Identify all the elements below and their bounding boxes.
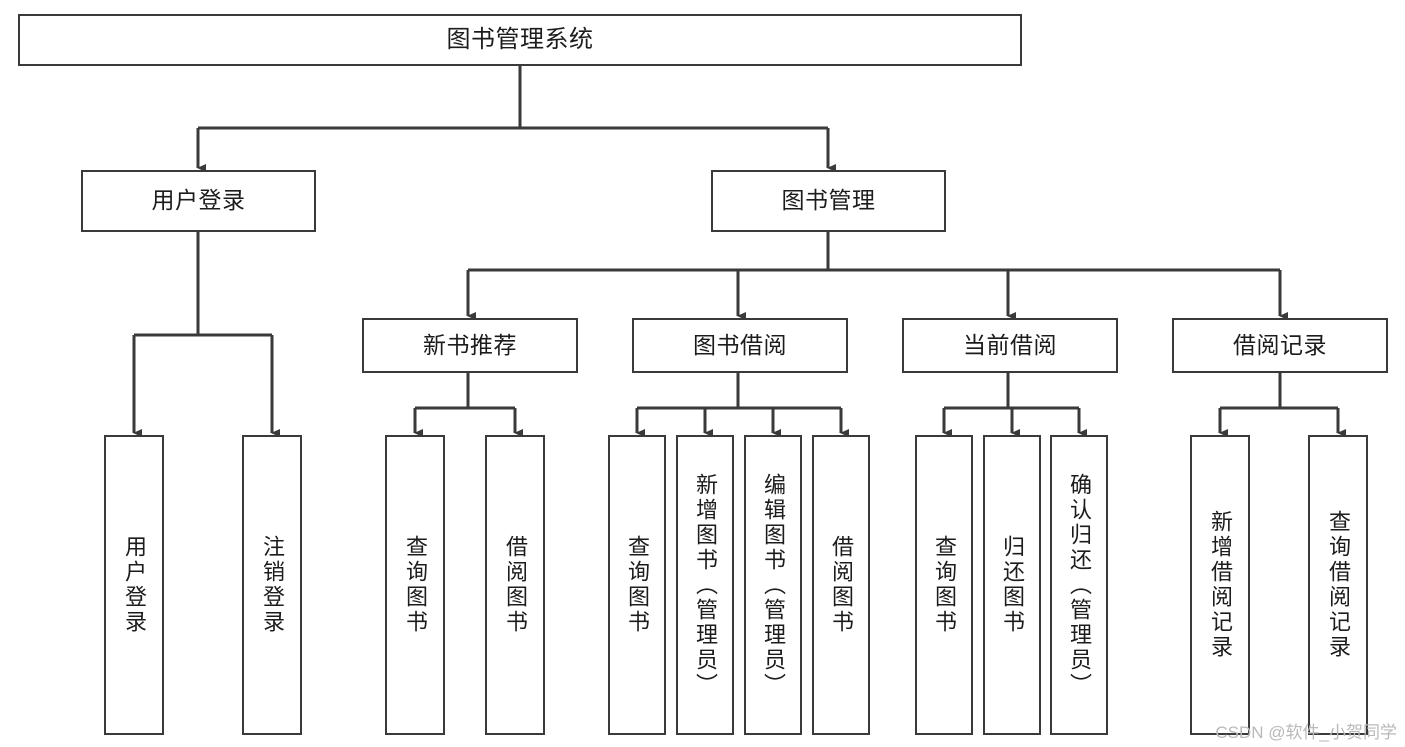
node-label-book-manage: 图书管理 bbox=[781, 187, 876, 214]
node-label-leaf-query-book-borrow: 查询图书 bbox=[625, 535, 650, 635]
node-leaf-logout[interactable]: 注销登录 bbox=[242, 435, 302, 735]
node-label-leaf-edit-book: 编辑图书（管理员） bbox=[761, 472, 786, 698]
node-user-login[interactable]: 用户登录 bbox=[81, 170, 316, 232]
node-label-leaf-query-borrow-record: 查询借阅记录 bbox=[1326, 510, 1351, 660]
node-label-book-borrow: 图书借阅 bbox=[693, 331, 787, 358]
node-leaf-return-book[interactable]: 归还图书 bbox=[983, 435, 1041, 735]
node-label-leaf-logout: 注销登录 bbox=[260, 535, 285, 635]
node-leaf-add-book[interactable]: 新增图书（管理员） bbox=[676, 435, 734, 735]
node-borrow-record[interactable]: 借阅记录 bbox=[1172, 318, 1388, 373]
node-leaf-query-book-borrow[interactable]: 查询图书 bbox=[608, 435, 666, 735]
node-label-leaf-confirm-return: 确认归还（管理员） bbox=[1067, 472, 1092, 698]
node-label-new-book-recommend: 新书推荐 bbox=[423, 331, 517, 358]
node-leaf-query-book-current[interactable]: 查询图书 bbox=[915, 435, 973, 735]
node-leaf-query-book-recommend[interactable]: 查询图书 bbox=[385, 435, 445, 735]
node-label-leaf-borrow-book: 借阅图书 bbox=[829, 535, 854, 635]
node-leaf-borrow-book[interactable]: 借阅图书 bbox=[812, 435, 870, 735]
node-root[interactable]: 图书管理系统 bbox=[18, 14, 1022, 66]
node-new-book-recommend[interactable]: 新书推荐 bbox=[362, 318, 578, 373]
node-leaf-user-login[interactable]: 用户登录 bbox=[104, 435, 164, 735]
node-label-leaf-user-login: 用户登录 bbox=[122, 535, 147, 635]
node-label-leaf-query-book-recommend: 查询图书 bbox=[403, 535, 428, 635]
node-label-leaf-add-borrow-record: 新增借阅记录 bbox=[1208, 510, 1233, 660]
connector-group bbox=[132, 66, 1346, 437]
node-label-leaf-borrow-book-recommend: 借阅图书 bbox=[503, 535, 528, 635]
node-leaf-add-borrow-record[interactable]: 新增借阅记录 bbox=[1190, 435, 1250, 735]
node-label-root: 图书管理系统 bbox=[446, 25, 594, 53]
node-label-current-borrow: 当前借阅 bbox=[963, 331, 1057, 358]
node-leaf-edit-book[interactable]: 编辑图书（管理员） bbox=[744, 435, 802, 735]
node-current-borrow[interactable]: 当前借阅 bbox=[902, 318, 1118, 373]
node-label-leaf-query-book-current: 查询图书 bbox=[932, 535, 957, 635]
node-leaf-confirm-return[interactable]: 确认归还（管理员） bbox=[1050, 435, 1108, 735]
node-label-leaf-return-book: 归还图书 bbox=[1000, 535, 1025, 635]
node-label-user-login: 用户登录 bbox=[151, 187, 246, 214]
node-leaf-borrow-book-recommend[interactable]: 借阅图书 bbox=[485, 435, 545, 735]
node-book-borrow[interactable]: 图书借阅 bbox=[632, 318, 848, 373]
node-label-borrow-record: 借阅记录 bbox=[1233, 331, 1327, 358]
node-label-leaf-add-book: 新增图书（管理员） bbox=[693, 472, 718, 698]
node-book-manage[interactable]: 图书管理 bbox=[711, 170, 946, 232]
node-leaf-query-borrow-record[interactable]: 查询借阅记录 bbox=[1308, 435, 1368, 735]
